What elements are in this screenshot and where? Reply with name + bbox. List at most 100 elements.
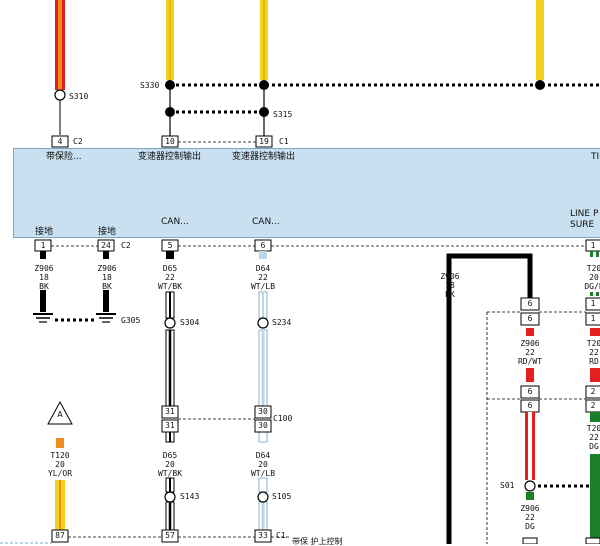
pin-low-6a: 6 xyxy=(527,387,533,396)
pin-box-bottom-right-a xyxy=(522,537,538,544)
pin-33: 33 xyxy=(258,531,268,540)
wire-yellow-right xyxy=(536,0,544,80)
green-tick-2 xyxy=(596,251,599,257)
module-label-trans-out-1: 变速器控制输出 xyxy=(138,152,202,162)
pin-box-mid-1 xyxy=(585,297,600,311)
pin-box-33 xyxy=(254,529,272,543)
pin-right-1: 1 xyxy=(590,241,596,250)
pin-box-mid-6b xyxy=(520,312,540,326)
red-stub-2-white xyxy=(526,382,534,386)
wire-can-wtbk xyxy=(165,251,175,531)
module-label-trans-out-2: 变速器控制输出 xyxy=(232,152,296,162)
ground-stub-2 xyxy=(103,251,109,259)
c100-pin-31a: 31 xyxy=(165,407,175,416)
red-right-stub-2 xyxy=(590,368,600,382)
green-wire-right xyxy=(590,454,600,544)
splice-s143: S143 xyxy=(180,492,200,501)
wire-bk-right xyxy=(446,253,533,544)
module-label-can-1: CAN... xyxy=(161,217,189,227)
wire-label-1: Z906 18 BK xyxy=(34,264,54,291)
splice-s310-dot xyxy=(54,89,66,101)
module-label-ti: TI xyxy=(591,152,600,162)
wire-rdwt-low xyxy=(525,412,535,480)
red-right-stub-1 xyxy=(590,328,600,336)
wire-label-7: Z906 22 RD/WT xyxy=(517,339,543,366)
wire-label-9: T20 22 DG xyxy=(586,424,600,451)
green-stub-left xyxy=(526,492,534,500)
c100-pin-31b: 31 xyxy=(165,421,175,430)
c100-pin-31-a xyxy=(161,405,179,419)
wire-label-10: D65 20 WT/BK xyxy=(157,451,183,478)
pin-6: 6 xyxy=(260,241,266,250)
pin-mid-1b: 1 xyxy=(590,314,596,323)
wire-label-6: T20 20 DG/L xyxy=(584,264,600,291)
module-label-line-p: LINE P xyxy=(570,209,599,219)
pin-87: 87 xyxy=(55,531,65,540)
pin-24: 24 xyxy=(101,241,111,250)
wire-label-11: D64 20 WT/LB xyxy=(250,451,276,478)
ground-wire-2 xyxy=(103,290,109,312)
splice-s315-dot xyxy=(259,107,269,117)
pin-low-2a: 2 xyxy=(590,387,596,396)
wire-label-13: Z906 22 DG xyxy=(520,504,540,531)
ground-symbol-1 xyxy=(33,313,53,323)
green-tick-1 xyxy=(590,251,593,257)
pin-mid-1: 1 xyxy=(590,299,596,308)
wire-label-2: Z906 18 BK xyxy=(97,264,117,291)
pin-box-4 xyxy=(51,135,69,148)
red-stub-1 xyxy=(526,328,534,336)
wire-ylor-stub xyxy=(56,438,64,448)
wire-red-orange-top xyxy=(55,0,65,135)
splice-s315-left-dot xyxy=(165,107,175,117)
pin-19: 19 xyxy=(259,137,269,146)
pin-box-57 xyxy=(161,529,179,543)
ground-symbol-2 xyxy=(96,313,116,323)
splice-s304-dot xyxy=(164,317,176,329)
splice-s330-dot xyxy=(165,80,175,90)
red-stub-2 xyxy=(526,368,534,382)
connector-c2-bottom: C2 xyxy=(121,241,131,250)
ground-g305: G305 xyxy=(121,316,141,325)
ground-wire-1 xyxy=(40,290,46,312)
splice-s315: S315 xyxy=(273,110,293,119)
splice-center-dot xyxy=(259,80,269,90)
splice-right-dot xyxy=(535,80,545,90)
c100-pin-30b: 30 xyxy=(258,421,268,430)
pin-box-right-1 xyxy=(585,239,600,252)
pin-box-low-6a xyxy=(520,385,540,399)
pin-box-mid-1b xyxy=(585,312,600,326)
connector-c100: C100 xyxy=(273,414,293,423)
pin-mid-6: 6 xyxy=(527,299,533,308)
module-label-ground-1: 接地 xyxy=(35,227,54,237)
module-label-sure: SURE xyxy=(570,220,595,230)
wire-label-5: Z906 18 BK xyxy=(440,272,460,299)
splice-s304: S304 xyxy=(180,318,200,327)
module-label-can-2: CAN... xyxy=(252,217,280,227)
control-module-box xyxy=(13,148,600,238)
splice-s105: S105 xyxy=(272,492,292,501)
ground-stub-1 xyxy=(40,251,46,259)
wire-label-12: T120 20 YL/OR xyxy=(47,451,73,478)
bottom-partial-label: 带保 护上控制 xyxy=(292,537,343,546)
wire-label-3: D65 22 WT/BK xyxy=(157,264,183,291)
c100-pin-30-a xyxy=(254,405,272,419)
connector-c1-bottom: C1 xyxy=(276,531,286,540)
splice-s234-dot xyxy=(257,317,269,329)
splice-s01: S01 xyxy=(500,481,515,490)
pin-5: 5 xyxy=(167,241,173,250)
pin-10: 10 xyxy=(165,137,175,146)
wire-can-wtlb xyxy=(258,251,268,531)
wire-label-4: D64 22 WT/LB xyxy=(250,264,276,291)
c100-pin-31-b xyxy=(161,419,179,433)
pin-mid-6b: 6 xyxy=(527,314,533,323)
green-tick-3 xyxy=(590,292,593,296)
green-stub-right xyxy=(590,412,600,422)
splice-s310: S310 xyxy=(69,92,89,101)
pin-box-19 xyxy=(255,135,273,148)
connector-c2-top: C2 xyxy=(73,137,83,146)
pin-box-low-2a xyxy=(585,385,600,399)
splice-s143-dot xyxy=(164,491,176,503)
splice-s105-dot xyxy=(257,491,269,503)
triangle-a-label: A xyxy=(57,410,63,419)
